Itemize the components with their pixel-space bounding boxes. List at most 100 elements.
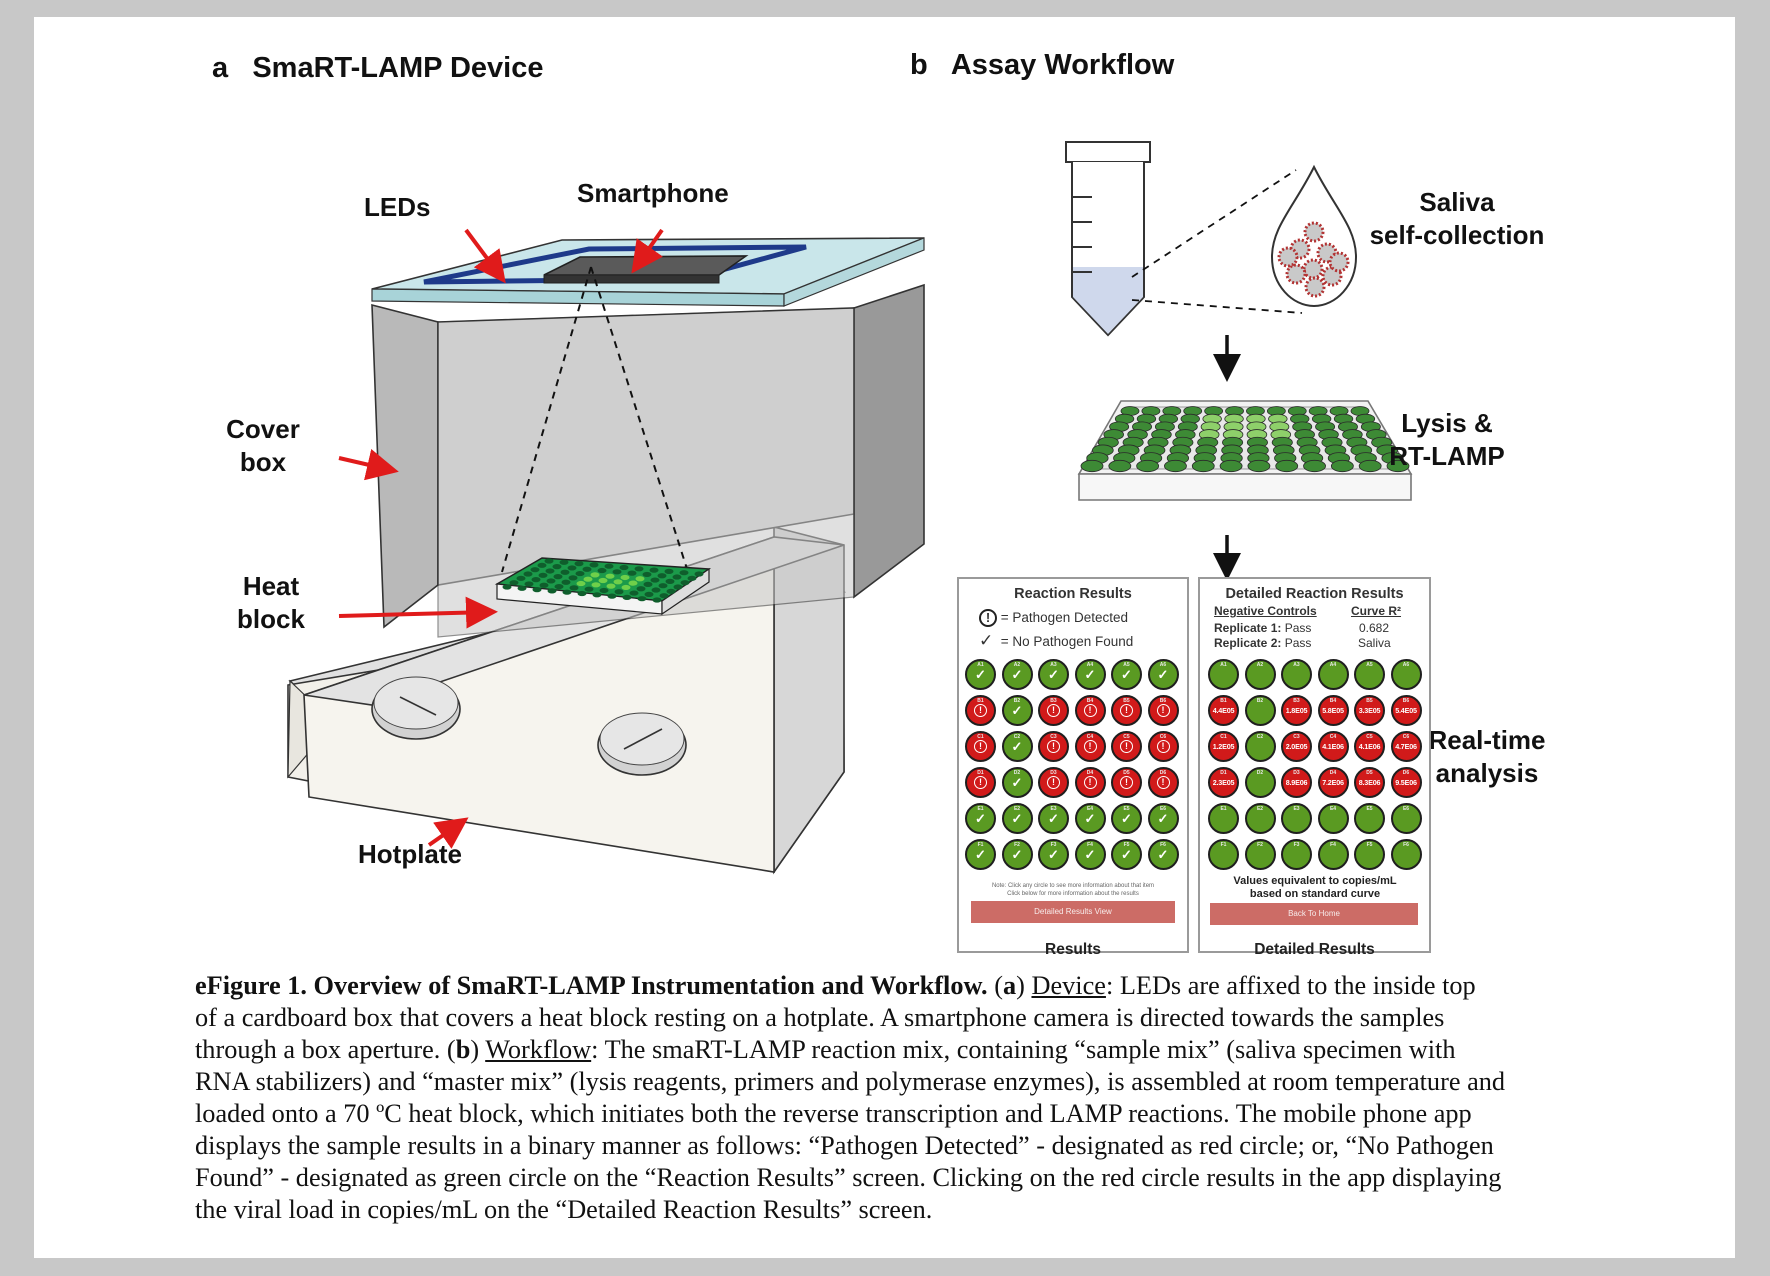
well-E5[interactable]: E5 — [1354, 803, 1385, 834]
well-D2[interactable]: D2 — [1244, 767, 1276, 798]
well-A1[interactable]: A1✓ — [965, 659, 996, 690]
check-icon: ✓ — [1157, 666, 1169, 682]
well-F5[interactable]: F5✓ — [1111, 839, 1142, 870]
well-F3[interactable]: F3✓ — [1038, 839, 1069, 870]
heat-block-well — [622, 594, 632, 601]
heat-block-well — [652, 597, 662, 603]
well-F1[interactable]: F1✓ — [965, 839, 996, 870]
well-A6[interactable]: A6 — [1390, 659, 1422, 690]
exclamation-icon: ! — [974, 740, 987, 753]
well-A4[interactable]: A4✓ — [1074, 659, 1106, 690]
well-C5[interactable]: C5! — [1111, 731, 1142, 762]
well-A1[interactable]: A1 — [1208, 659, 1239, 690]
well-F4[interactable]: F4 — [1317, 839, 1349, 870]
heat-block-well — [569, 585, 579, 591]
panel-b-letter: b — [910, 49, 928, 81]
well-D6[interactable]: D6! — [1147, 767, 1179, 798]
well-E1[interactable]: E1✓ — [965, 803, 996, 834]
well-A5[interactable]: A5✓ — [1111, 659, 1142, 690]
heat-block-well — [537, 562, 547, 568]
well-A4[interactable]: A4 — [1317, 659, 1349, 690]
well-E3[interactable]: E3 — [1281, 803, 1312, 834]
well-E4[interactable]: E4✓ — [1074, 803, 1106, 834]
well-B3[interactable]: B3! — [1038, 695, 1069, 726]
well-A5[interactable]: A5 — [1354, 659, 1385, 690]
check-icon: ✓ — [975, 846, 986, 862]
well-A3[interactable]: A3✓ — [1038, 659, 1069, 690]
well-E6[interactable]: E6 — [1390, 803, 1422, 834]
well-A2[interactable]: A2 — [1244, 659, 1276, 690]
well-id-label: F3 — [1050, 842, 1057, 848]
heat-block-well — [589, 562, 599, 568]
well-F5[interactable]: F5 — [1354, 839, 1385, 870]
heat-block-well — [560, 569, 570, 575]
well-id-label: D1 — [977, 770, 984, 776]
cover-box-right-wall — [853, 283, 925, 599]
well-F6[interactable]: F6 — [1390, 839, 1422, 870]
well-A3[interactable]: A3 — [1281, 659, 1312, 690]
well-B1[interactable]: B1! — [965, 695, 996, 726]
well-D4[interactable]: D4! — [1074, 767, 1106, 798]
well-D5[interactable]: D5! — [1111, 767, 1142, 798]
well-B4[interactable]: B4! — [1074, 695, 1106, 726]
well-F2[interactable]: F2 — [1244, 839, 1276, 870]
well-D1[interactable]: D1! — [965, 767, 996, 798]
well-E4[interactable]: E4 — [1317, 803, 1349, 834]
well-E2[interactable]: E2✓ — [1001, 803, 1033, 834]
well-id-label: D5 — [1366, 770, 1373, 776]
well-E5[interactable]: E5✓ — [1111, 803, 1142, 834]
well-B2[interactable]: B2 — [1244, 695, 1276, 726]
virus-particle — [1304, 276, 1326, 298]
well-F2[interactable]: F2✓ — [1001, 839, 1033, 870]
well-D2[interactable]: D2✓ — [1001, 767, 1033, 798]
well-id-label: C6 — [1402, 734, 1410, 740]
well-E1[interactable]: E1 — [1208, 803, 1239, 834]
heat-block-well — [552, 564, 562, 570]
well-F3[interactable]: F3 — [1281, 839, 1312, 870]
well-C2[interactable]: C2✓ — [1001, 731, 1033, 762]
check-icon: ✓ — [1084, 666, 1096, 682]
well-B5[interactable]: B5! — [1111, 695, 1142, 726]
well-C4[interactable]: C4! — [1074, 731, 1106, 762]
well-A6[interactable]: A6✓ — [1147, 659, 1179, 690]
well-C1[interactable]: C1! — [965, 731, 996, 762]
legend-detected: ! = Pathogen Detected — [979, 609, 1128, 627]
detailed-results-view-button[interactable]: Detailed Results View — [971, 901, 1175, 923]
virus-particle — [1303, 221, 1325, 243]
well-E6[interactable]: E6✓ — [1147, 803, 1179, 834]
exclamation-icon: ! — [1120, 704, 1133, 717]
well-E2[interactable]: E2 — [1244, 803, 1276, 834]
heat-block-well — [547, 588, 557, 594]
well-C2[interactable]: C2 — [1244, 731, 1276, 762]
well-B2[interactable]: B2✓ — [1001, 695, 1033, 726]
well-B6[interactable]: B6! — [1147, 695, 1179, 726]
well-F4[interactable]: F4✓ — [1074, 839, 1106, 870]
exclamation-icon: ! — [1047, 740, 1060, 753]
well-C3[interactable]: C3! — [1038, 731, 1069, 762]
heat-block-well — [561, 579, 571, 585]
well-A2[interactable]: A2✓ — [1001, 659, 1033, 690]
heat-block-well — [620, 574, 630, 581]
well-id-label: E1 — [977, 806, 984, 812]
well-F6[interactable]: F6✓ — [1147, 839, 1179, 870]
back-to-home-button[interactable]: Back To Home — [1210, 903, 1418, 925]
well-F1[interactable]: F1 — [1208, 839, 1239, 870]
well-D3[interactable]: D3! — [1038, 767, 1069, 798]
well-C6[interactable]: C6! — [1147, 731, 1179, 762]
well-E3[interactable]: E3✓ — [1038, 803, 1069, 834]
